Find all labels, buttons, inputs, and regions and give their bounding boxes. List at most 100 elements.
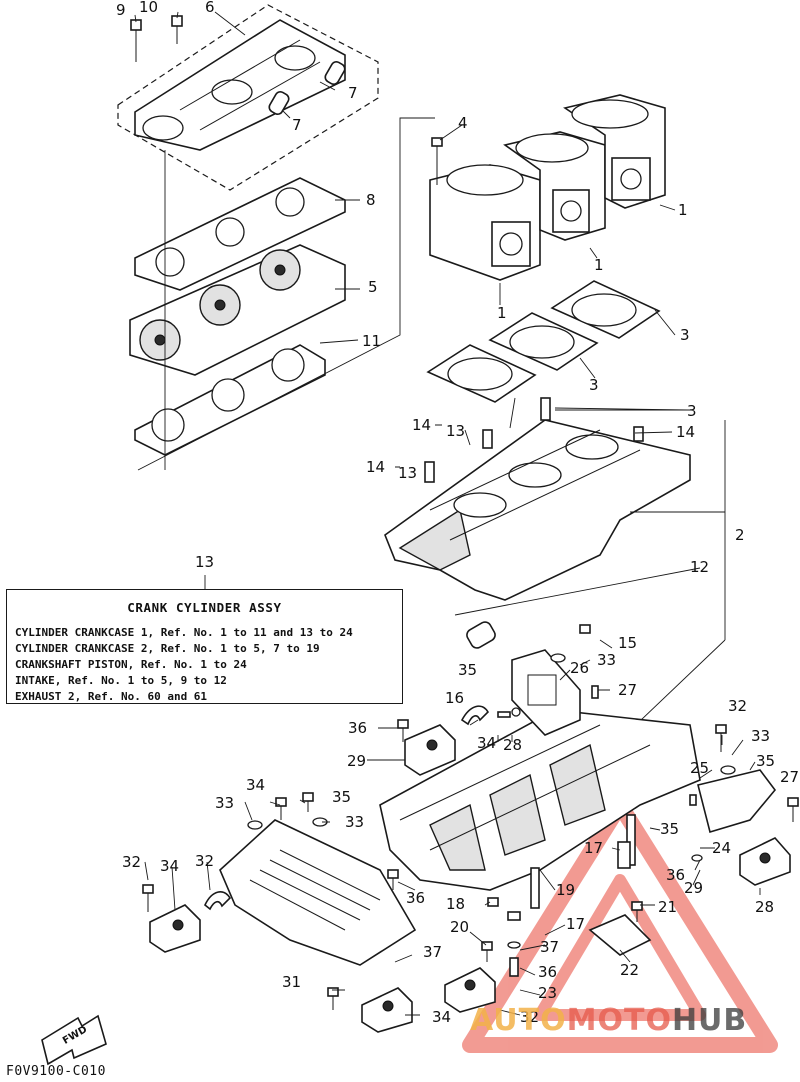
callout: 36 <box>666 866 685 884</box>
callout: 25 <box>690 759 709 777</box>
callout: 26 <box>570 659 589 677</box>
callout: 34 <box>432 1008 451 1026</box>
callout: 15 <box>618 634 637 652</box>
callout: 32 <box>520 1008 539 1026</box>
callout: 7 <box>292 116 302 134</box>
callout: 6 <box>205 0 215 16</box>
forward-direction-arrow <box>41 1014 107 1066</box>
callout: 34 <box>246 776 265 794</box>
callout: 28 <box>503 736 522 754</box>
mount-bracket <box>511 649 581 736</box>
info-line: CRANKSHAFT PISTON, Ref. No. 1 to 24 <box>15 658 247 671</box>
callout: 3 <box>687 402 697 420</box>
callout: 16 <box>445 689 464 707</box>
callout: 3 <box>680 326 690 344</box>
cylinder-head-gasket <box>134 177 346 291</box>
hose-fittings <box>268 61 346 115</box>
callout: 34 <box>477 734 496 752</box>
oil-seal <box>466 621 496 649</box>
callout: 21 <box>658 898 677 916</box>
callout: 1 <box>594 256 604 274</box>
watermark-part-hub: HUB <box>671 1003 748 1038</box>
callout: 35 <box>458 661 477 679</box>
watermark-part-auto: AUTO <box>470 1003 567 1038</box>
cylinder-head-cover <box>134 19 346 151</box>
callout: 37 <box>423 943 442 961</box>
watermark-triangle <box>462 797 778 1053</box>
info-line: INTAKE, Ref. No. 1 to 5, 9 to 12 <box>15 674 227 687</box>
cylinder-head <box>129 244 346 376</box>
callout: 23 <box>538 984 557 1002</box>
info-line: CYLINDER CRANKCASE 2, Ref. No. 1 to 5, 7… <box>15 642 320 655</box>
callout: 27 <box>780 768 799 786</box>
callout: 28 <box>755 898 774 916</box>
cylinder-block-3 <box>563 94 666 209</box>
info-box-title: CRANK CYLINDER ASSY <box>127 600 282 615</box>
figure-code: F0V9100-C010 <box>6 1064 106 1079</box>
callout: 13 <box>446 422 465 440</box>
callout: 36 <box>538 963 557 981</box>
callout: 35 <box>660 820 679 838</box>
callout: 17 <box>566 915 585 933</box>
callout: 10 <box>139 0 158 16</box>
cylinder-base-gaskets <box>426 280 661 403</box>
fasteners <box>142 624 799 1010</box>
callout: 13 <box>195 553 214 571</box>
callout: 24 <box>712 839 731 857</box>
callout: 7 <box>348 84 358 102</box>
callout: 18 <box>446 895 465 913</box>
crankcase-cover <box>219 819 417 966</box>
mounting-plate <box>588 914 652 956</box>
leader-lines <box>134 11 761 1016</box>
assembly-info-box: CRANK CYLINDER ASSY CYLINDER CRANKCASE 1… <box>6 589 403 704</box>
callout: 32 <box>728 697 747 715</box>
callout: 35 <box>756 752 775 770</box>
upper-crankcase <box>384 419 691 601</box>
callout: 11 <box>362 332 381 350</box>
callout: 32 <box>195 852 214 870</box>
info-line: CYLINDER CRANKCASE 1, Ref. No. 1 to 11 a… <box>15 626 353 639</box>
callout-labels: 9 10 6 7 7 8 5 11 4 1 1 1 3 3 3 14 13 14… <box>116 0 799 1026</box>
callout: 3 <box>589 376 599 394</box>
callout: 19 <box>556 881 575 899</box>
engine-mount-a <box>404 724 456 776</box>
callout: 14 <box>412 416 431 434</box>
lower-crankcase <box>379 709 701 891</box>
callout: 12 <box>690 558 709 576</box>
callout: 22 <box>620 961 639 979</box>
callout: 33 <box>597 651 616 669</box>
cylinder-block-2 <box>503 131 606 241</box>
callout: 20 <box>450 918 469 936</box>
cylinder-block-1 <box>429 164 541 281</box>
callout: 33 <box>345 813 364 831</box>
cylinder-head-group-outline <box>117 4 379 191</box>
engine-mount-e <box>444 967 496 1013</box>
callout: 36 <box>348 719 367 737</box>
callout: 1 <box>678 201 688 219</box>
callout: 4 <box>458 114 468 132</box>
info-line: EXHAUST 2, Ref. No. 60 and 61 <box>15 690 208 703</box>
side-bracket <box>697 769 777 834</box>
callout: 36 <box>406 889 425 907</box>
callout: 31 <box>282 973 301 991</box>
callout: 13 <box>398 464 417 482</box>
engine-mount-b <box>739 837 791 886</box>
bolt-10 <box>171 15 183 44</box>
callout: 8 <box>366 191 376 209</box>
bolt-9 <box>130 19 142 62</box>
dowel-pins <box>424 397 644 483</box>
callout: 34 <box>160 857 179 875</box>
callout: 5 <box>368 278 378 296</box>
callout: 2 <box>735 526 745 544</box>
watermark-logo-text: AUTOMOTOHUB <box>470 1003 747 1038</box>
callout: 33 <box>215 794 234 812</box>
watermark-part-moto: MOTO <box>566 1003 672 1038</box>
callout: 37 <box>540 938 559 956</box>
callout: 32 <box>122 853 141 871</box>
callout: 29 <box>347 752 366 770</box>
callout: 33 <box>751 727 770 745</box>
callout: 17 <box>584 839 603 857</box>
engine-mount-c <box>149 904 201 953</box>
engine-mount-d <box>361 987 413 1033</box>
cylinder-head-gasket-lower <box>134 344 326 456</box>
